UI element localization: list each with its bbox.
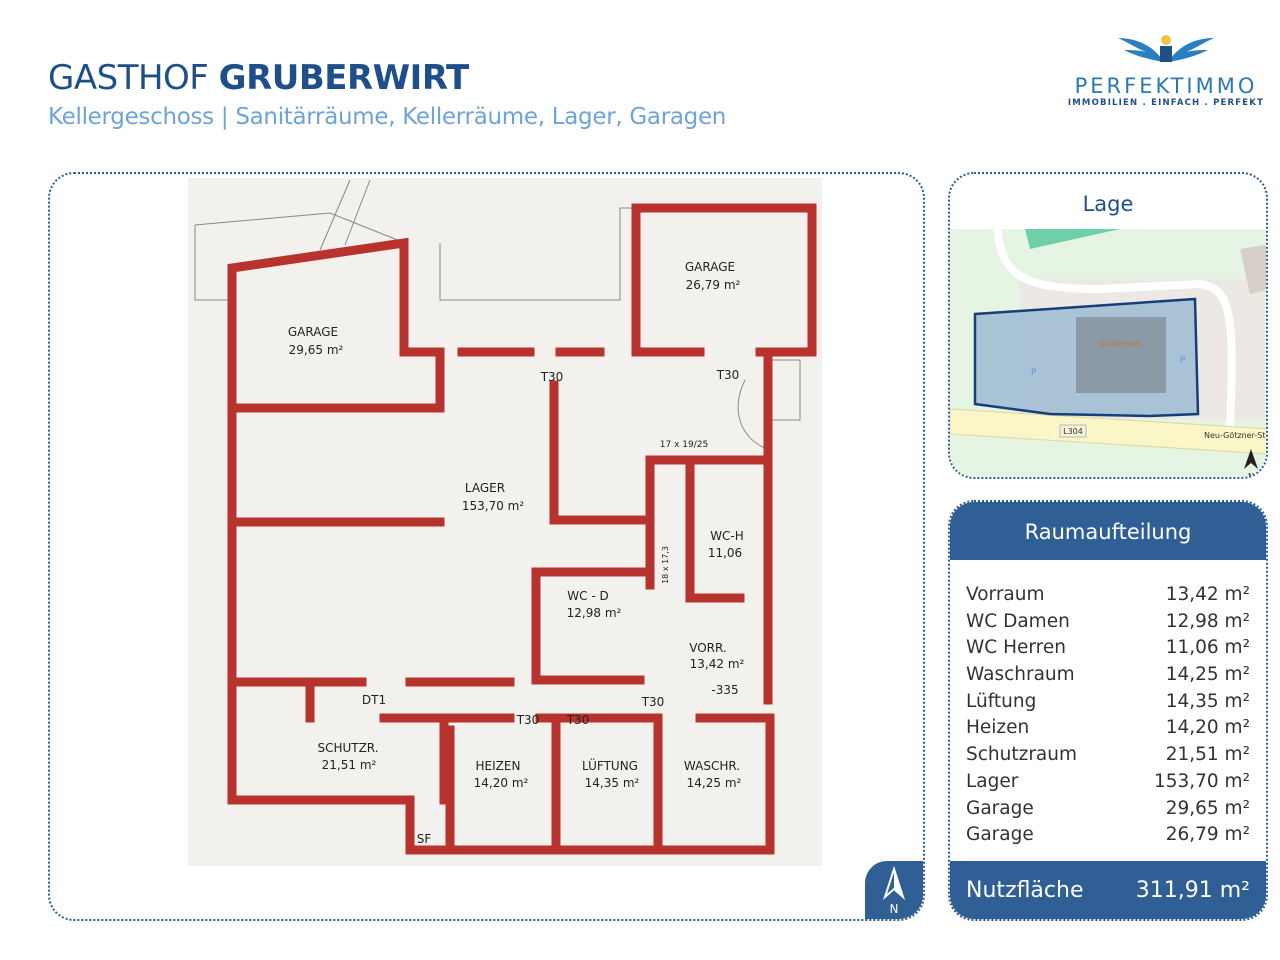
room-name: Garage [966, 824, 1034, 846]
room-area-heizen: 14,20 m² [474, 776, 529, 790]
room-name: Waschraum [966, 664, 1075, 686]
room-name: Schutzraum [966, 744, 1078, 766]
room-name: Lüftung [966, 690, 1037, 712]
road-ref-label: L304 [1063, 427, 1083, 436]
room-name: Vorraum [966, 584, 1045, 605]
room-name: Garage [966, 797, 1034, 819]
total-label: Nutzfläche [966, 877, 1084, 903]
room-table-title: Raumaufteilung [950, 502, 1266, 560]
room-label-heizen: HEIZEN [476, 759, 521, 773]
room-area: 13,42 m² [1165, 584, 1250, 605]
room-row: Vorraum 13,42 m² [966, 582, 1250, 609]
room-label-lueftung: LÜFTUNG [582, 757, 638, 773]
room-area-waschraum: 14,25 m² [687, 776, 742, 790]
page-subtitle: Kellergeschoss | Sanitärräume, Kellerräu… [48, 104, 727, 130]
room-name: WC Damen [966, 610, 1070, 632]
room-list: Vorraum 13,42 m² WC Damen 12,98 m² WC Herren… [966, 582, 1250, 849]
room-row: Waschraum 14,25 m² [966, 662, 1250, 689]
stairs-label: 17 x 19/25 [660, 440, 708, 450]
room-label-vorr: VORR. [689, 641, 727, 655]
room-row: Schutzraum 21,51 m² [966, 742, 1250, 769]
room-label-waschraum: WASCHR. [684, 759, 740, 773]
room-area: 29,65 m² [1165, 797, 1250, 819]
location-card: Lage Gruberwirt P P L304 Neu-Götzner-St … [948, 172, 1268, 479]
room-area-vorr: 13,42 m² [690, 657, 745, 671]
door-label-dt1: DT1 [362, 693, 386, 707]
room-area: 26,79 m² [1165, 824, 1250, 846]
north-arrow-icon: N [882, 865, 906, 916]
plan-walls [227, 203, 817, 855]
street-label: Neu-Götzner-St [1204, 431, 1265, 440]
room-name: Lager [966, 770, 1019, 792]
compass-tab: N [865, 861, 923, 919]
room-row: Garage 26,79 m² [966, 822, 1250, 849]
location-title: Lage [1082, 192, 1134, 216]
compass-label: N [890, 902, 899, 916]
room-label-wcd: WC - D [567, 589, 608, 603]
room-table-card: Raumaufteilung Vorraum 13,42 m² WC Damen 12… [948, 500, 1268, 921]
room-area-lager: 153,70 m² [462, 499, 524, 513]
room-area-garage-2: 26,79 m² [686, 278, 741, 292]
room-label-schutzraum: SCHUTZR. [317, 741, 378, 755]
room-area-wcd: 12,98 m² [567, 606, 622, 620]
parking-label: P [1031, 368, 1037, 378]
room-area: 14,25 m² [1165, 664, 1250, 686]
room-row: Lager 153,70 m² [966, 769, 1250, 796]
door-label-t30: T30 [716, 368, 740, 382]
room-row: Garage 29,65 m² [966, 796, 1250, 823]
room-row: Heizen 14,20 m² [966, 715, 1250, 742]
room-area: 14,35 m² [1165, 690, 1250, 712]
room-label-wch: WC-H [710, 529, 744, 543]
door-label-t30: T30 [566, 713, 590, 727]
wings-logo-icon [1118, 35, 1214, 62]
room-area: 21,51 m² [1165, 744, 1250, 766]
sf-label: SF [417, 832, 432, 846]
room-label-garage-2: GARAGE [685, 260, 735, 274]
room-name: Heizen [966, 717, 1030, 739]
room-area-wch: 11,06 [708, 546, 742, 560]
room-area-schutzraum: 21,51 m² [322, 758, 377, 772]
door-label-t30: T30 [540, 370, 564, 384]
poi-label: Gruberwirt [1098, 339, 1141, 348]
location-map[interactable]: Gruberwirt P P L304 Neu-Götzner-St N [950, 229, 1268, 479]
door-label-t30: T30 [641, 695, 665, 709]
room-row: WC Damen 12,98 m² [966, 609, 1250, 636]
total-value: 311,91 m² [1135, 877, 1250, 903]
room-area-lueftung: 14,35 m² [585, 776, 640, 790]
room-area: 14,20 m² [1165, 717, 1250, 739]
title-bold: GRUBERWIRT [218, 58, 470, 98]
level-label: -335 [711, 683, 738, 697]
room-name: WC Herren [966, 637, 1066, 659]
title-light: GASTHOF [48, 58, 219, 98]
door-label-t30: T30 [516, 713, 540, 727]
page-title: GASTHOF GRUBERWIRT [48, 58, 469, 98]
room-area: 153,70 m² [1153, 770, 1250, 792]
room-row: WC Herren 11,06 m² [966, 635, 1250, 662]
room-area-garage-1: 29,65 m² [289, 343, 344, 357]
total-row: Nutzfläche 311,91 m² [950, 861, 1266, 919]
plan-outline [194, 179, 801, 451]
map-compass-label: N [1248, 472, 1254, 479]
logo: PERFEKTIMMO IMMOBILIEN . EINFACH . PERFE… [1066, 32, 1266, 108]
map-north-arrow-icon: N [1244, 449, 1258, 479]
room-area: 12,98 m² [1165, 610, 1250, 632]
room-area: 11,06 m² [1165, 637, 1250, 659]
room-row: Lüftung 14,35 m² [966, 689, 1250, 716]
stairs-label-2: 18 x 17,3 [661, 546, 670, 584]
parking-label: P [1180, 356, 1186, 366]
logo-brand: PERFEKTIMMO [1074, 74, 1258, 98]
logo-tagline: IMMOBILIEN . EINFACH . PERFEKT [1067, 98, 1265, 108]
room-label-garage-1: GARAGE [288, 325, 338, 339]
room-label-lager: LAGER [465, 481, 505, 495]
